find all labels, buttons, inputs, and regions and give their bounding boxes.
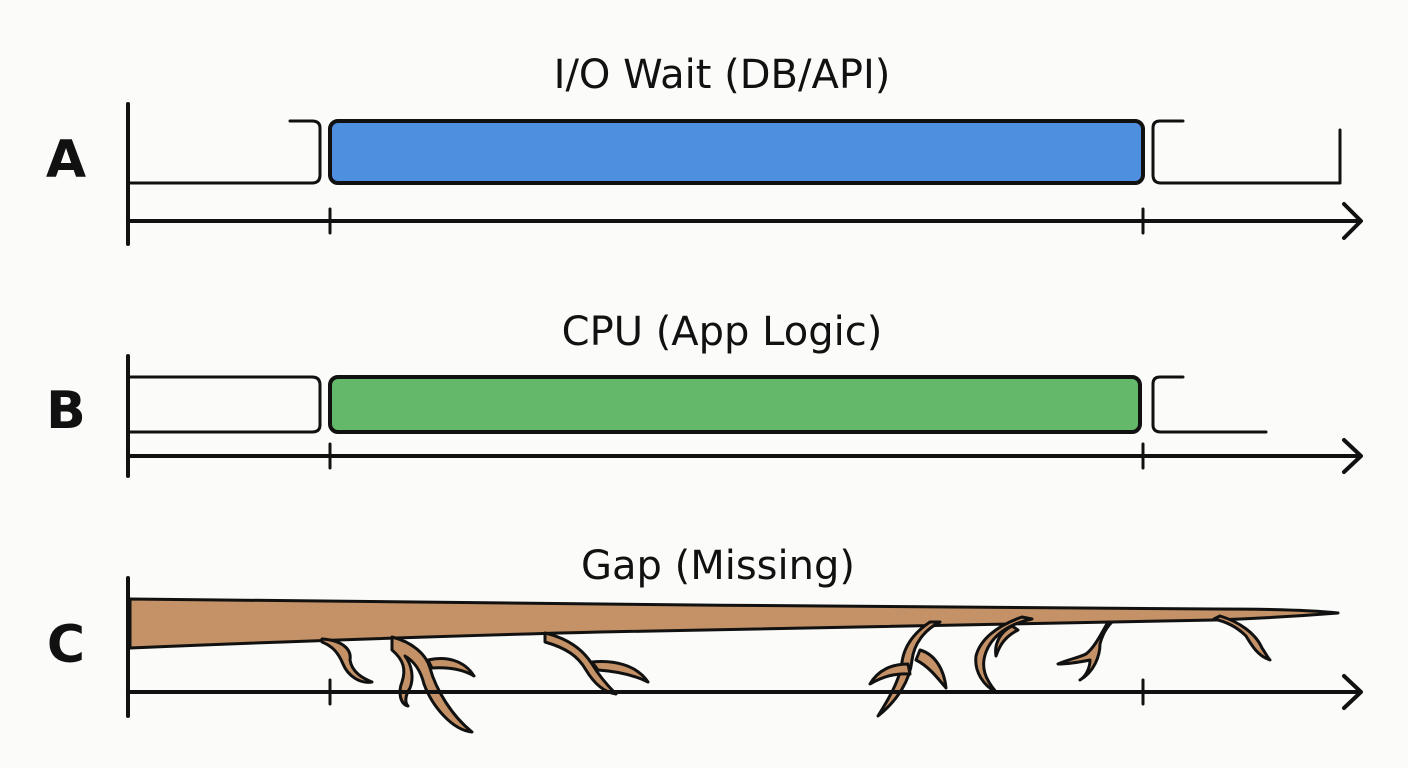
row-b-axis-arrowhead xyxy=(1342,438,1363,474)
row-a-step-right xyxy=(1151,119,1342,185)
row-c-root-1 xyxy=(320,637,374,684)
row-c: Gap (Missing) C xyxy=(47,543,1363,734)
row-c-root-4-twig-right xyxy=(914,648,948,690)
row-c-root-4-twig-left xyxy=(868,662,912,686)
row-a-axis-arrowhead xyxy=(1342,202,1363,240)
row-c-root-2 xyxy=(390,635,474,734)
row-c-title: Gap (Missing) xyxy=(581,543,855,589)
row-c-gap-branch xyxy=(128,597,1340,734)
row-b: CPU (App Logic) B xyxy=(46,309,1363,478)
row-a: I/O Wait (DB/API) A xyxy=(46,52,1363,246)
row-c-root-7 xyxy=(1212,614,1272,662)
row-a-step-left xyxy=(128,119,322,185)
row-a-title: I/O Wait (DB/API) xyxy=(554,52,891,98)
row-b-step-right xyxy=(1151,375,1268,434)
row-a-label: A xyxy=(46,130,86,190)
row-b-label: B xyxy=(46,381,86,441)
row-c-branch-trunk xyxy=(128,597,1340,650)
row-b-step-left xyxy=(128,375,322,434)
row-b-title: CPU (App Logic) xyxy=(562,309,883,355)
row-c-root-5-twig xyxy=(994,624,1020,658)
row-c-label: C xyxy=(47,615,85,675)
row-c-root-2-twig xyxy=(426,657,476,678)
row-c-axis-arrowhead xyxy=(1342,674,1363,710)
row-c-root-6 xyxy=(1056,620,1114,682)
row-c-root-3-twig xyxy=(590,660,650,684)
row-c-root-5 xyxy=(974,615,1034,694)
row-a-io-wait-bar xyxy=(328,119,1145,185)
row-b-cpu-bar xyxy=(328,375,1142,434)
